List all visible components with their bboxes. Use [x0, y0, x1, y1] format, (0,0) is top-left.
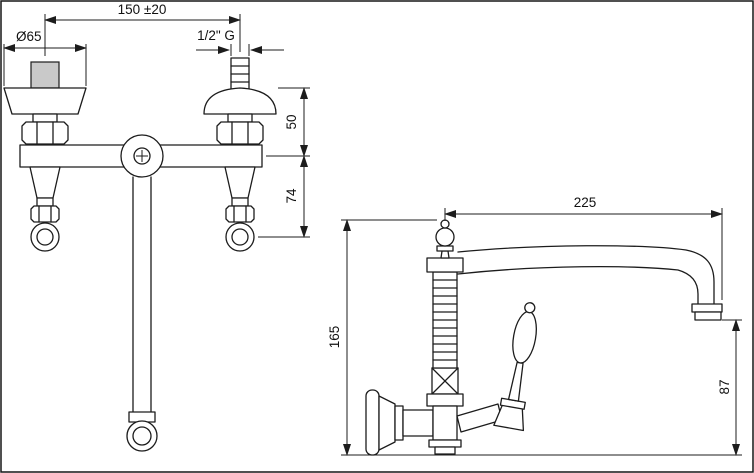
handle: [493, 302, 537, 432]
finial: [435, 219, 455, 259]
right-leg-nut: [225, 205, 255, 223]
dim-total-height: 165: [327, 219, 742, 456]
dim-label-spout-clearance: 87: [717, 379, 732, 394]
dim-label-center-distance: 150 ±20: [118, 2, 167, 17]
right-hex-nut: [216, 121, 264, 145]
crossbar-hub: [19, 134, 263, 178]
dim-label-upper-offset: 50: [284, 114, 299, 129]
downpipe: [126, 176, 158, 452]
dim-center-distance: 150 ±20: [44, 2, 241, 56]
left-escutcheon: [3, 87, 87, 115]
right-tailpiece: [230, 57, 250, 93]
column: [426, 257, 464, 369]
dim-label-thread-size: 1/2" G: [197, 28, 235, 43]
dim-label-total-height: 165: [327, 326, 342, 349]
dim-label-lower-offset: 74: [284, 188, 299, 204]
dim-label-escutcheon-diameter: Ø65: [16, 29, 42, 44]
finial-ball: [435, 227, 455, 247]
wall-plate: [365, 389, 380, 456]
aerator: [694, 311, 722, 321]
dim-label-spout-reach: 225: [574, 195, 597, 210]
valve-body: [426, 367, 503, 455]
dim-upper-offset: 50: [266, 87, 310, 157]
supply-pipe: [402, 409, 434, 437]
right-escutcheon: [203, 87, 277, 115]
right-outlet-leg: [224, 166, 256, 252]
dim-thread-size: 1/2" G: [196, 28, 284, 56]
left-leg-nut: [30, 205, 60, 223]
side-view: 225 165 87: [327, 195, 742, 456]
handle-knob: [512, 310, 537, 364]
left-hex-nut: [21, 121, 69, 145]
handle-link: [456, 403, 503, 433]
left-outlet-leg: [29, 166, 61, 252]
right-valve: [203, 57, 277, 145]
spout: [457, 245, 723, 321]
handle-stem: [507, 361, 524, 402]
column-collar: [426, 257, 464, 273]
dim-escutcheon-diameter: Ø65: [3, 29, 87, 86]
spout-ring: [691, 303, 723, 313]
wall-flange: [365, 389, 434, 456]
dim-spout-clearance: 87: [717, 319, 742, 456]
left-tailpiece: [30, 61, 60, 89]
left-valve: [3, 61, 87, 145]
dim-lower-offset: 74: [258, 155, 310, 238]
front-view: 150 ±20 Ø65 1/2" G: [3, 2, 310, 452]
dim-spout-reach: 225: [444, 195, 723, 300]
